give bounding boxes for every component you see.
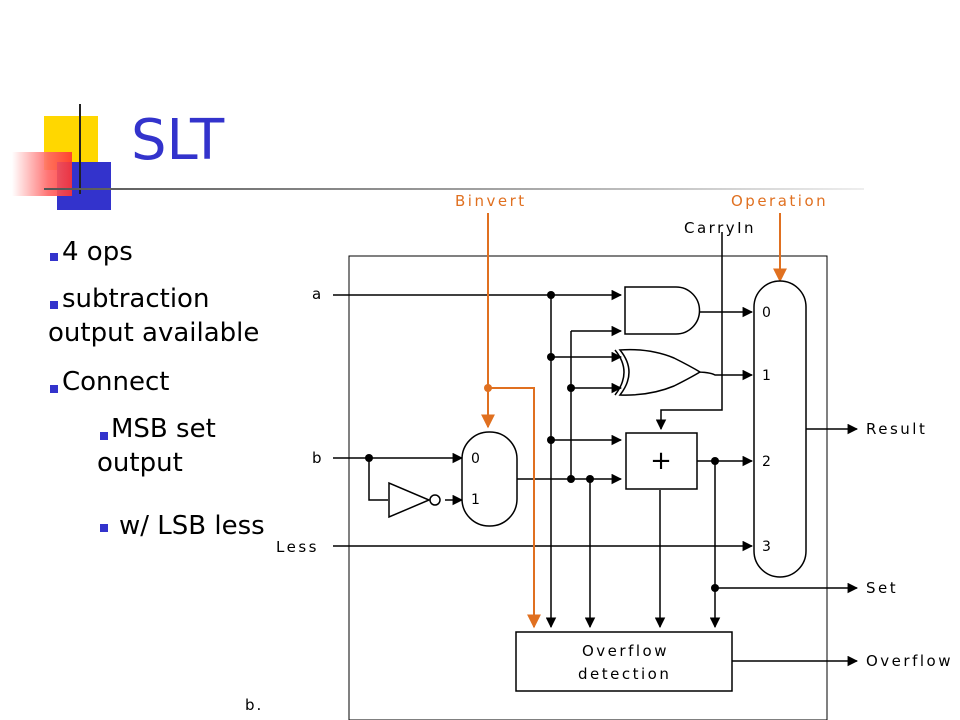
bullet-4-ops: 4 ops: [62, 237, 133, 267]
bullet-connect: Connect: [62, 367, 170, 397]
svg-text:1: 1: [471, 492, 480, 508]
label-operation: Operation: [731, 192, 828, 210]
bullet-marker: [50, 253, 58, 261]
decor-vertical-line: [79, 104, 81, 194]
svg-text:1: 1: [762, 368, 771, 384]
bullet-msb-set: MSB set output: [97, 414, 216, 478]
label-a: a: [312, 285, 321, 303]
figure-label: b.: [245, 696, 263, 714]
overflow-detection-box: [515, 631, 733, 692]
label-set: Set: [866, 579, 898, 597]
label-less: Less: [276, 538, 319, 556]
bullet-marker: [50, 385, 58, 393]
alu-bit-boundary: [348, 255, 828, 720]
wire-b-inverted: [368, 458, 388, 501]
bullet-marker: [50, 301, 58, 309]
or-gate: [618, 348, 702, 396]
label-carryin: CarryIn: [684, 219, 756, 237]
and-gate: [624, 286, 701, 335]
bullet-marker: [100, 432, 108, 440]
decor-horizontal-line: [44, 188, 864, 190]
bullet-subtraction: subtraction output available: [48, 284, 260, 348]
label-overflow: Overflow: [866, 652, 953, 670]
label-binvert: Binvert: [455, 192, 527, 210]
svg-text:0: 0: [471, 451, 480, 467]
inverter: [388, 481, 431, 519]
svg-text:0: 0: [762, 305, 771, 321]
adder-box: [625, 432, 698, 490]
label-result: Result: [866, 420, 927, 438]
svg-text:detection: detection: [578, 665, 671, 683]
slide-title: SLT: [131, 108, 225, 173]
label-b: b: [312, 449, 322, 467]
wire-carryin: [655, 232, 723, 431]
mux-b: [461, 431, 518, 527]
svg-text:2: 2: [762, 454, 771, 470]
svg-text:3: 3: [762, 539, 771, 555]
bullet-marker: [100, 524, 108, 532]
adder-symbol: +: [650, 446, 672, 476]
mux-output: [753, 280, 807, 578]
bullet-lsb-less: w/ LSB less: [119, 511, 265, 541]
svg-text:Overflow: Overflow: [582, 642, 669, 660]
